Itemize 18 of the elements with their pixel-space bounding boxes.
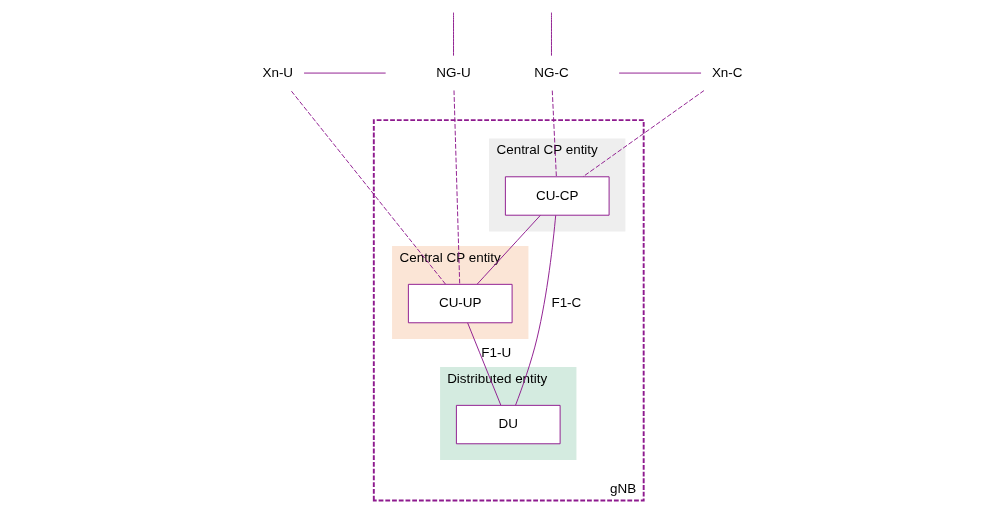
node-text: Xn-U <box>261 64 293 80</box>
connector <box>550 12 552 57</box>
node-box: CU-UP <box>407 283 513 324</box>
node-text: Xn-C <box>711 64 743 80</box>
node-box: CU-CP <box>504 176 610 216</box>
connector <box>289 90 446 285</box>
node-text: NG-U <box>435 64 471 80</box>
connector <box>551 90 557 178</box>
connector <box>476 214 541 285</box>
node-text: NG-C <box>533 64 569 80</box>
node-box: DU <box>455 404 561 445</box>
connector <box>452 12 454 57</box>
connector <box>582 90 704 178</box>
edge-label: F1-C <box>550 295 581 311</box>
connector <box>453 90 460 285</box>
connector <box>514 214 556 406</box>
connector <box>466 322 501 406</box>
edge-label: F1-U <box>480 344 511 360</box>
